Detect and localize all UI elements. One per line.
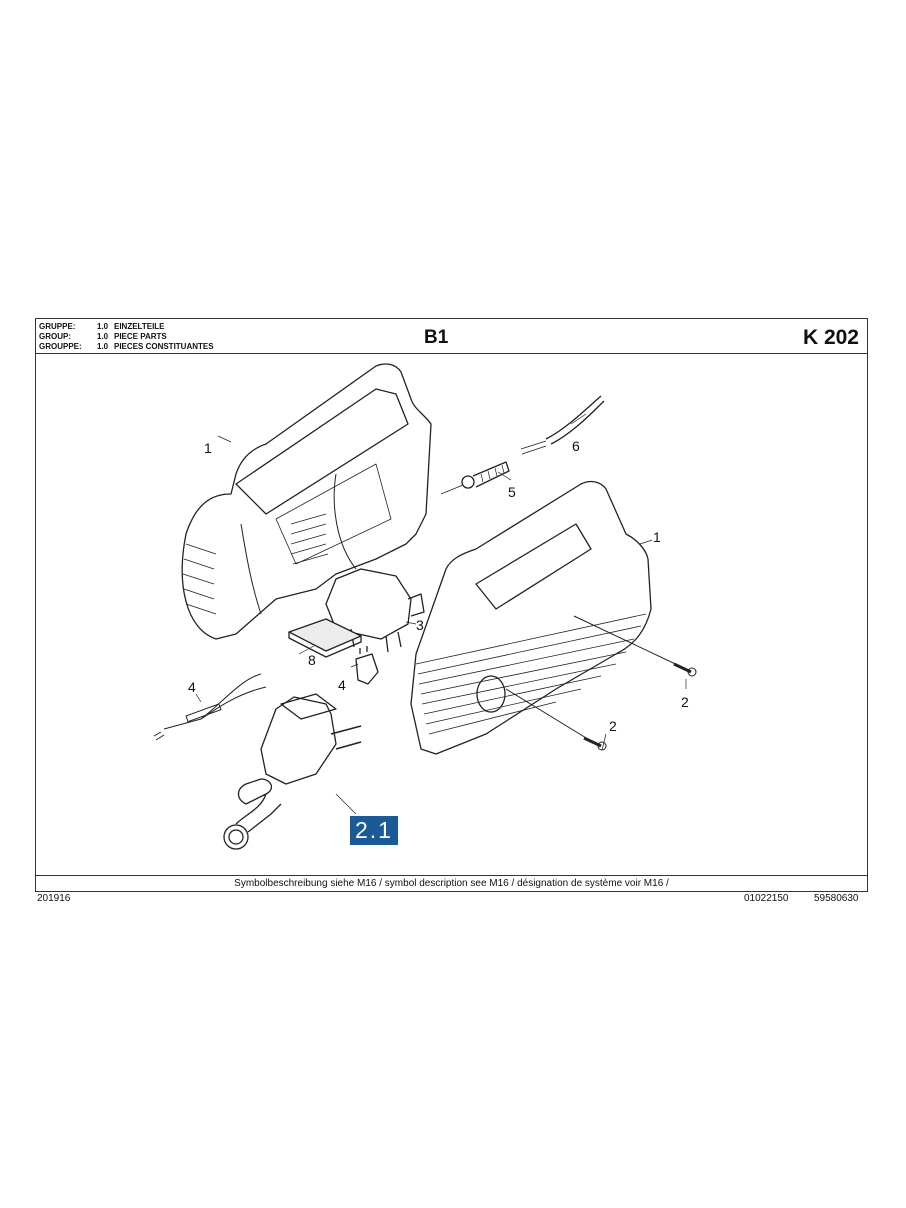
- sheet-header: GRUPPE: 1.0 EINZELTEILE GROUP: 1.0 PIECE…: [36, 319, 867, 354]
- group-number: 1.0: [97, 332, 109, 341]
- callout-4-harness: 4: [188, 679, 196, 695]
- screws: [505, 615, 697, 751]
- exploded-parts-drawing: 1 1 2 2 3 4 4 5 6 8 2.1: [36, 354, 867, 877]
- group-label: GROUP:: [39, 332, 71, 341]
- group-row-fr: GROUPPE: 1.0 PIECES CONSTITUANTES: [39, 342, 214, 352]
- group-number: 1.0: [97, 342, 109, 351]
- callout-5: 5: [508, 484, 516, 500]
- group-row-en: GROUP: 1.0 PIECE PARTS: [39, 332, 214, 342]
- group-label: GROUPPE:: [39, 342, 82, 351]
- reference-number-1: 01022150: [744, 893, 789, 904]
- parts-sheet: GRUPPE: 1.0 EINZELTEILE GROUP: 1.0 PIECE…: [35, 318, 868, 892]
- group-name: PIECE PARTS: [114, 332, 167, 341]
- leader-lines: [195, 413, 687, 815]
- callout-2-right: 2: [681, 694, 689, 710]
- group-name: PIECES CONSTITUANTES: [114, 342, 214, 351]
- sheet-code: B1: [424, 327, 449, 348]
- reference-number-2: 59580630: [814, 893, 859, 904]
- callout-1-left: 1: [204, 440, 212, 456]
- housing-right-half: [410, 480, 652, 755]
- callout-4-switch: 4: [338, 677, 346, 693]
- grommet: [440, 461, 510, 495]
- document-number: 201916: [37, 893, 71, 904]
- callout-6: 6: [572, 438, 580, 454]
- subassembly-badge-2-1[interactable]: 2.1: [350, 816, 398, 845]
- switch: [355, 646, 379, 685]
- housing-left-half: [181, 363, 432, 640]
- callout-1-right: 1: [653, 529, 661, 545]
- cable-harness: [153, 673, 267, 741]
- group-block: GRUPPE: 1.0 EINZELTEILE GROUP: 1.0 PIECE…: [39, 322, 214, 352]
- symbol-description-note: Symbolbeschreibung siehe M16 / symbol de…: [36, 875, 867, 891]
- callout-8: 8: [308, 652, 316, 668]
- parts-illustration: [153, 363, 697, 850]
- pad: [288, 618, 362, 658]
- group-label: GRUPPE:: [39, 322, 76, 331]
- callout-2-lower: 2: [609, 718, 617, 734]
- pump-assembly: [223, 693, 362, 850]
- group-name: EINZELTEILE: [114, 322, 165, 331]
- callout-3: 3: [416, 617, 424, 633]
- power-cable: [520, 395, 605, 455]
- group-row-de: GRUPPE: 1.0 EINZELTEILE: [39, 322, 214, 332]
- model-name: K 202: [802, 326, 859, 349]
- group-number: 1.0: [97, 322, 109, 331]
